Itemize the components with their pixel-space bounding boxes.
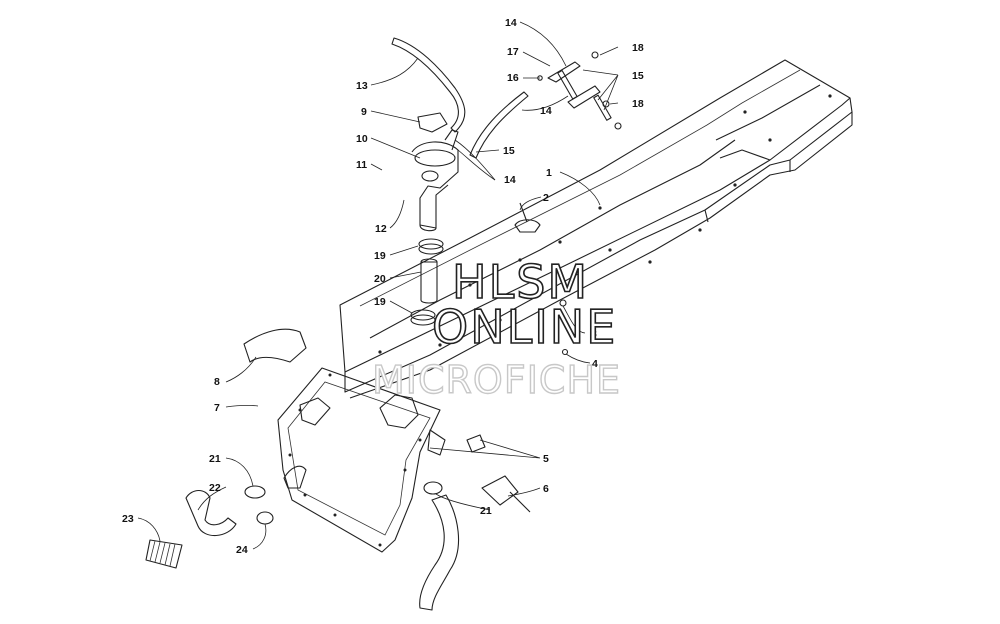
- heat-shield-part: [243, 328, 307, 363]
- callout-15-hose: 15: [503, 145, 515, 157]
- watermark-line2: ONLINE: [432, 300, 617, 354]
- callout-14-top: 14: [505, 17, 517, 29]
- gasket-part: [417, 112, 448, 133]
- vent-hose-part: [391, 37, 466, 133]
- callout-19-upper: 19: [374, 250, 386, 262]
- hose-clamps-part: [410, 238, 444, 326]
- callout-16: 16: [507, 72, 519, 84]
- front-heat-exchanger-part: [277, 367, 446, 553]
- lower-hose-assembly-part: [145, 481, 443, 569]
- leader-lines: [137, 21, 619, 550]
- callout-7: 7: [214, 402, 220, 414]
- callout-13: 13: [356, 80, 368, 92]
- callout-3: 3: [591, 328, 597, 340]
- callout-24: 24: [236, 544, 248, 556]
- callout-21-right: 21: [480, 505, 492, 517]
- callout-20: 20: [374, 273, 386, 285]
- watermark: HLSM ONLINE MICROFICHE: [371, 254, 621, 403]
- callout-15-bracket: 15: [632, 70, 644, 82]
- thermostat-housing-part: [411, 129, 459, 232]
- callout-22: 22: [209, 482, 221, 494]
- callout-17: 17: [507, 46, 519, 58]
- callout-21-left: 21: [209, 453, 221, 465]
- callout-14-mid: 14: [540, 105, 552, 117]
- coupler-hose-part: [420, 258, 438, 304]
- cooling-extrusion-part: [339, 59, 853, 399]
- callout-4: 4: [592, 358, 598, 370]
- callout-8: 8: [214, 376, 220, 388]
- callout-6: 6: [543, 483, 549, 495]
- lower-coolant-hose: [419, 494, 460, 611]
- callout-10: 10: [356, 133, 368, 145]
- callout-18-lower: 18: [632, 98, 644, 110]
- watermark-line3: MICROFICHE: [372, 358, 621, 402]
- watermark-line1: HLSM: [452, 255, 589, 309]
- overflow-hose-part: [469, 91, 529, 159]
- callout-2: 2: [543, 192, 549, 204]
- callout-14-hose: 14: [504, 174, 516, 186]
- mounting-bracket-part: [537, 51, 622, 130]
- callout-19-lower: 19: [374, 296, 386, 308]
- callout-labels: 1 2 3 4 5 6 7 8 9 10 11 12 13 14 14 14 1…: [122, 17, 644, 556]
- callout-1: 1: [546, 167, 552, 179]
- callout-11: 11: [356, 159, 367, 171]
- callout-23: 23: [122, 513, 134, 525]
- callout-5: 5: [543, 453, 549, 465]
- callout-9: 9: [361, 106, 367, 118]
- callout-18-top: 18: [632, 42, 644, 54]
- callout-12: 12: [375, 223, 387, 235]
